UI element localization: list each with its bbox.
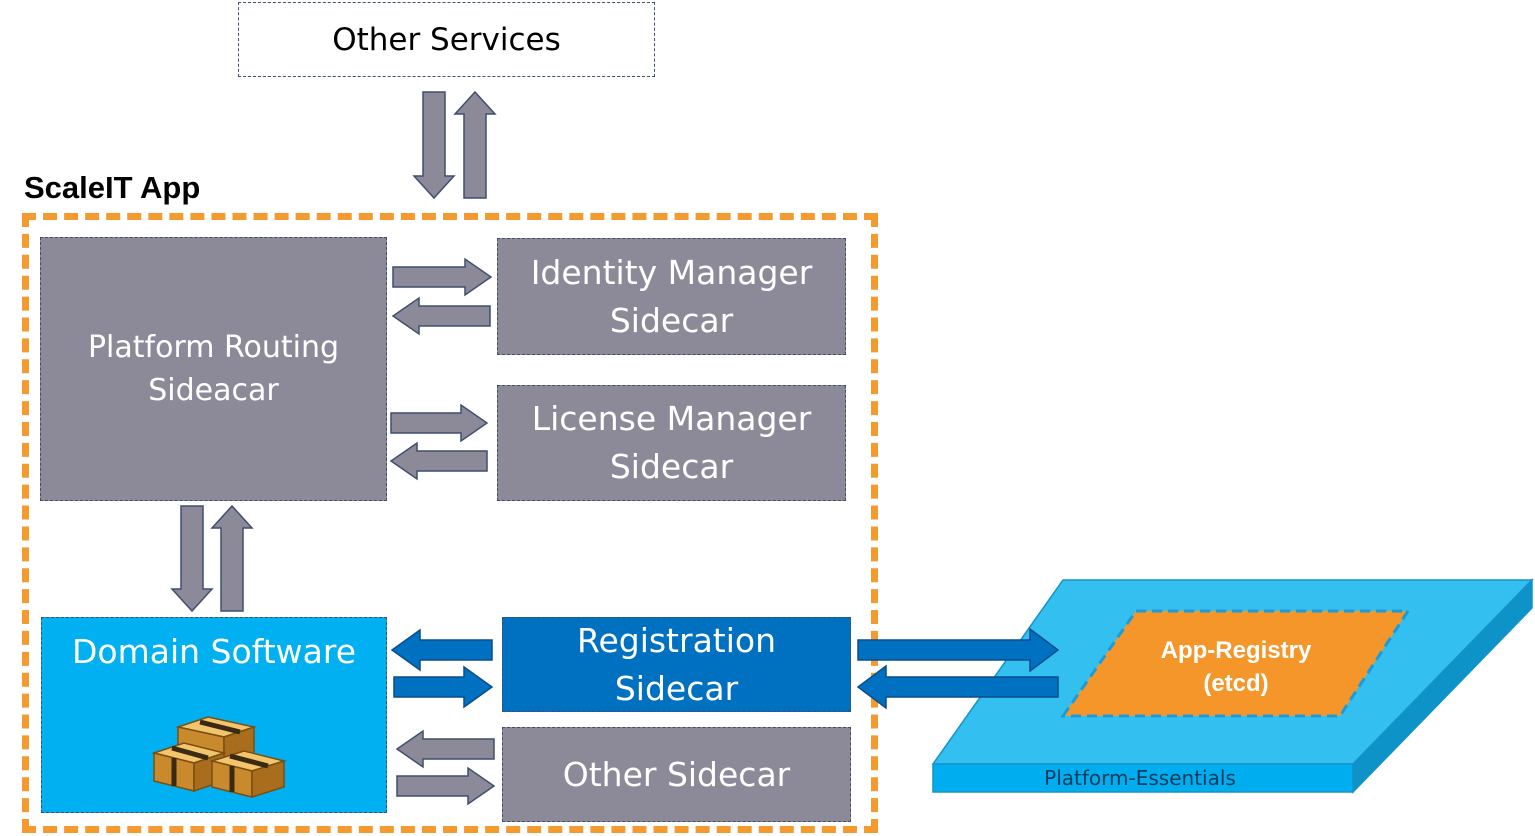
- registration-label: Registration Sidecar: [577, 620, 776, 708]
- app-title: ScaleIT App: [24, 170, 201, 205]
- domain-software-box: Domain Software: [41, 617, 387, 813]
- boxes-icon: [151, 716, 287, 799]
- platform-routing-label: Platform Routing Sideacar: [87, 329, 340, 409]
- app-registry-shape: [1060, 609, 1411, 718]
- arrow-other-services-up: [453, 90, 497, 199]
- platform-essentials: App-Registry (etcd) Platform-Essentials: [931, 578, 1534, 794]
- platform-essentials-label: Platform-Essentials: [1044, 766, 1236, 790]
- other-services-box: Other Services: [238, 2, 655, 77]
- identity-manager-label: Identity Manager Sidecar: [530, 252, 813, 340]
- platform-side-face: [1352, 578, 1533, 794]
- license-manager-label: License Manager Sidecar: [531, 399, 812, 486]
- app-registry-sublabel: (etcd): [1203, 670, 1268, 697]
- platform-front-face: [932, 763, 1354, 793]
- license-manager-sidecar: License Manager Sidecar: [497, 385, 846, 501]
- identity-manager-sidecar: Identity Manager Sidecar: [497, 238, 846, 355]
- registration-sidecar: Registration Sidecar: [502, 617, 851, 712]
- other-services-label: Other Services: [332, 21, 561, 58]
- platform-routing-sidecar: Platform Routing Sideacar: [40, 237, 387, 501]
- other-sidecar: Other Sidecar: [502, 727, 851, 822]
- app-registry-label: App-Registry: [1161, 637, 1312, 664]
- arrow-other-services-down: [412, 91, 456, 200]
- app-boundary: [22, 213, 878, 833]
- domain-software-label: Domain Software: [71, 632, 356, 671]
- other-sidecar-label: Other Sidecar: [562, 755, 791, 794]
